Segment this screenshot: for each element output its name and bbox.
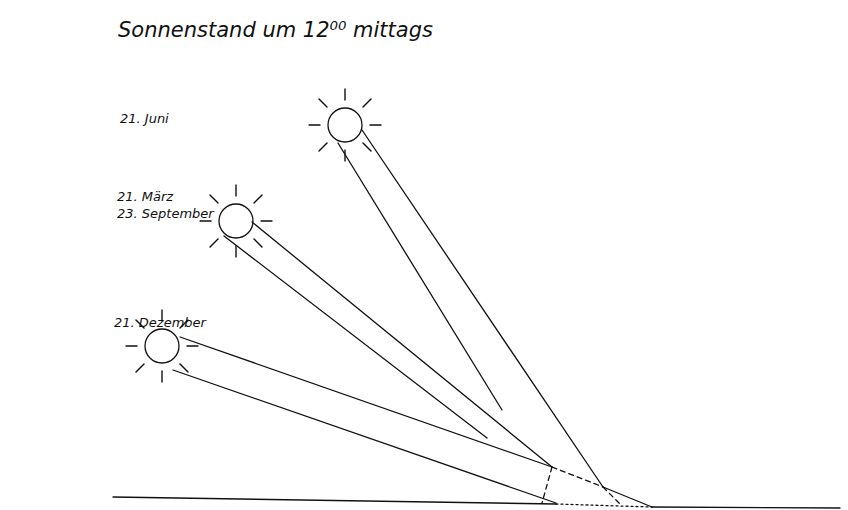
surface-line (603, 487, 652, 507)
dotted-line (556, 504, 652, 507)
beam-line (173, 370, 556, 503)
sun-rays (309, 89, 381, 161)
diagram-title: Sonnenstand um 12⁰⁰ mittags (118, 18, 433, 42)
date-label: 21. März (117, 190, 173, 205)
dashed-line (552, 467, 603, 487)
date-label: 21. Juni (120, 112, 169, 127)
beam-line (362, 130, 603, 487)
beam-line (338, 143, 502, 410)
ground-line (113, 497, 556, 504)
sun-equinox (219, 204, 253, 238)
ground-line (652, 507, 840, 508)
beam-line (252, 222, 552, 467)
sun-december (145, 329, 179, 363)
beam-line (180, 337, 552, 467)
sun-june (328, 108, 362, 142)
dashed-line (603, 487, 622, 506)
date-label: 21. Dezember (114, 316, 206, 331)
beam-line (224, 236, 487, 438)
date-label: 23. September (117, 207, 214, 222)
dashed-line (542, 467, 552, 503)
